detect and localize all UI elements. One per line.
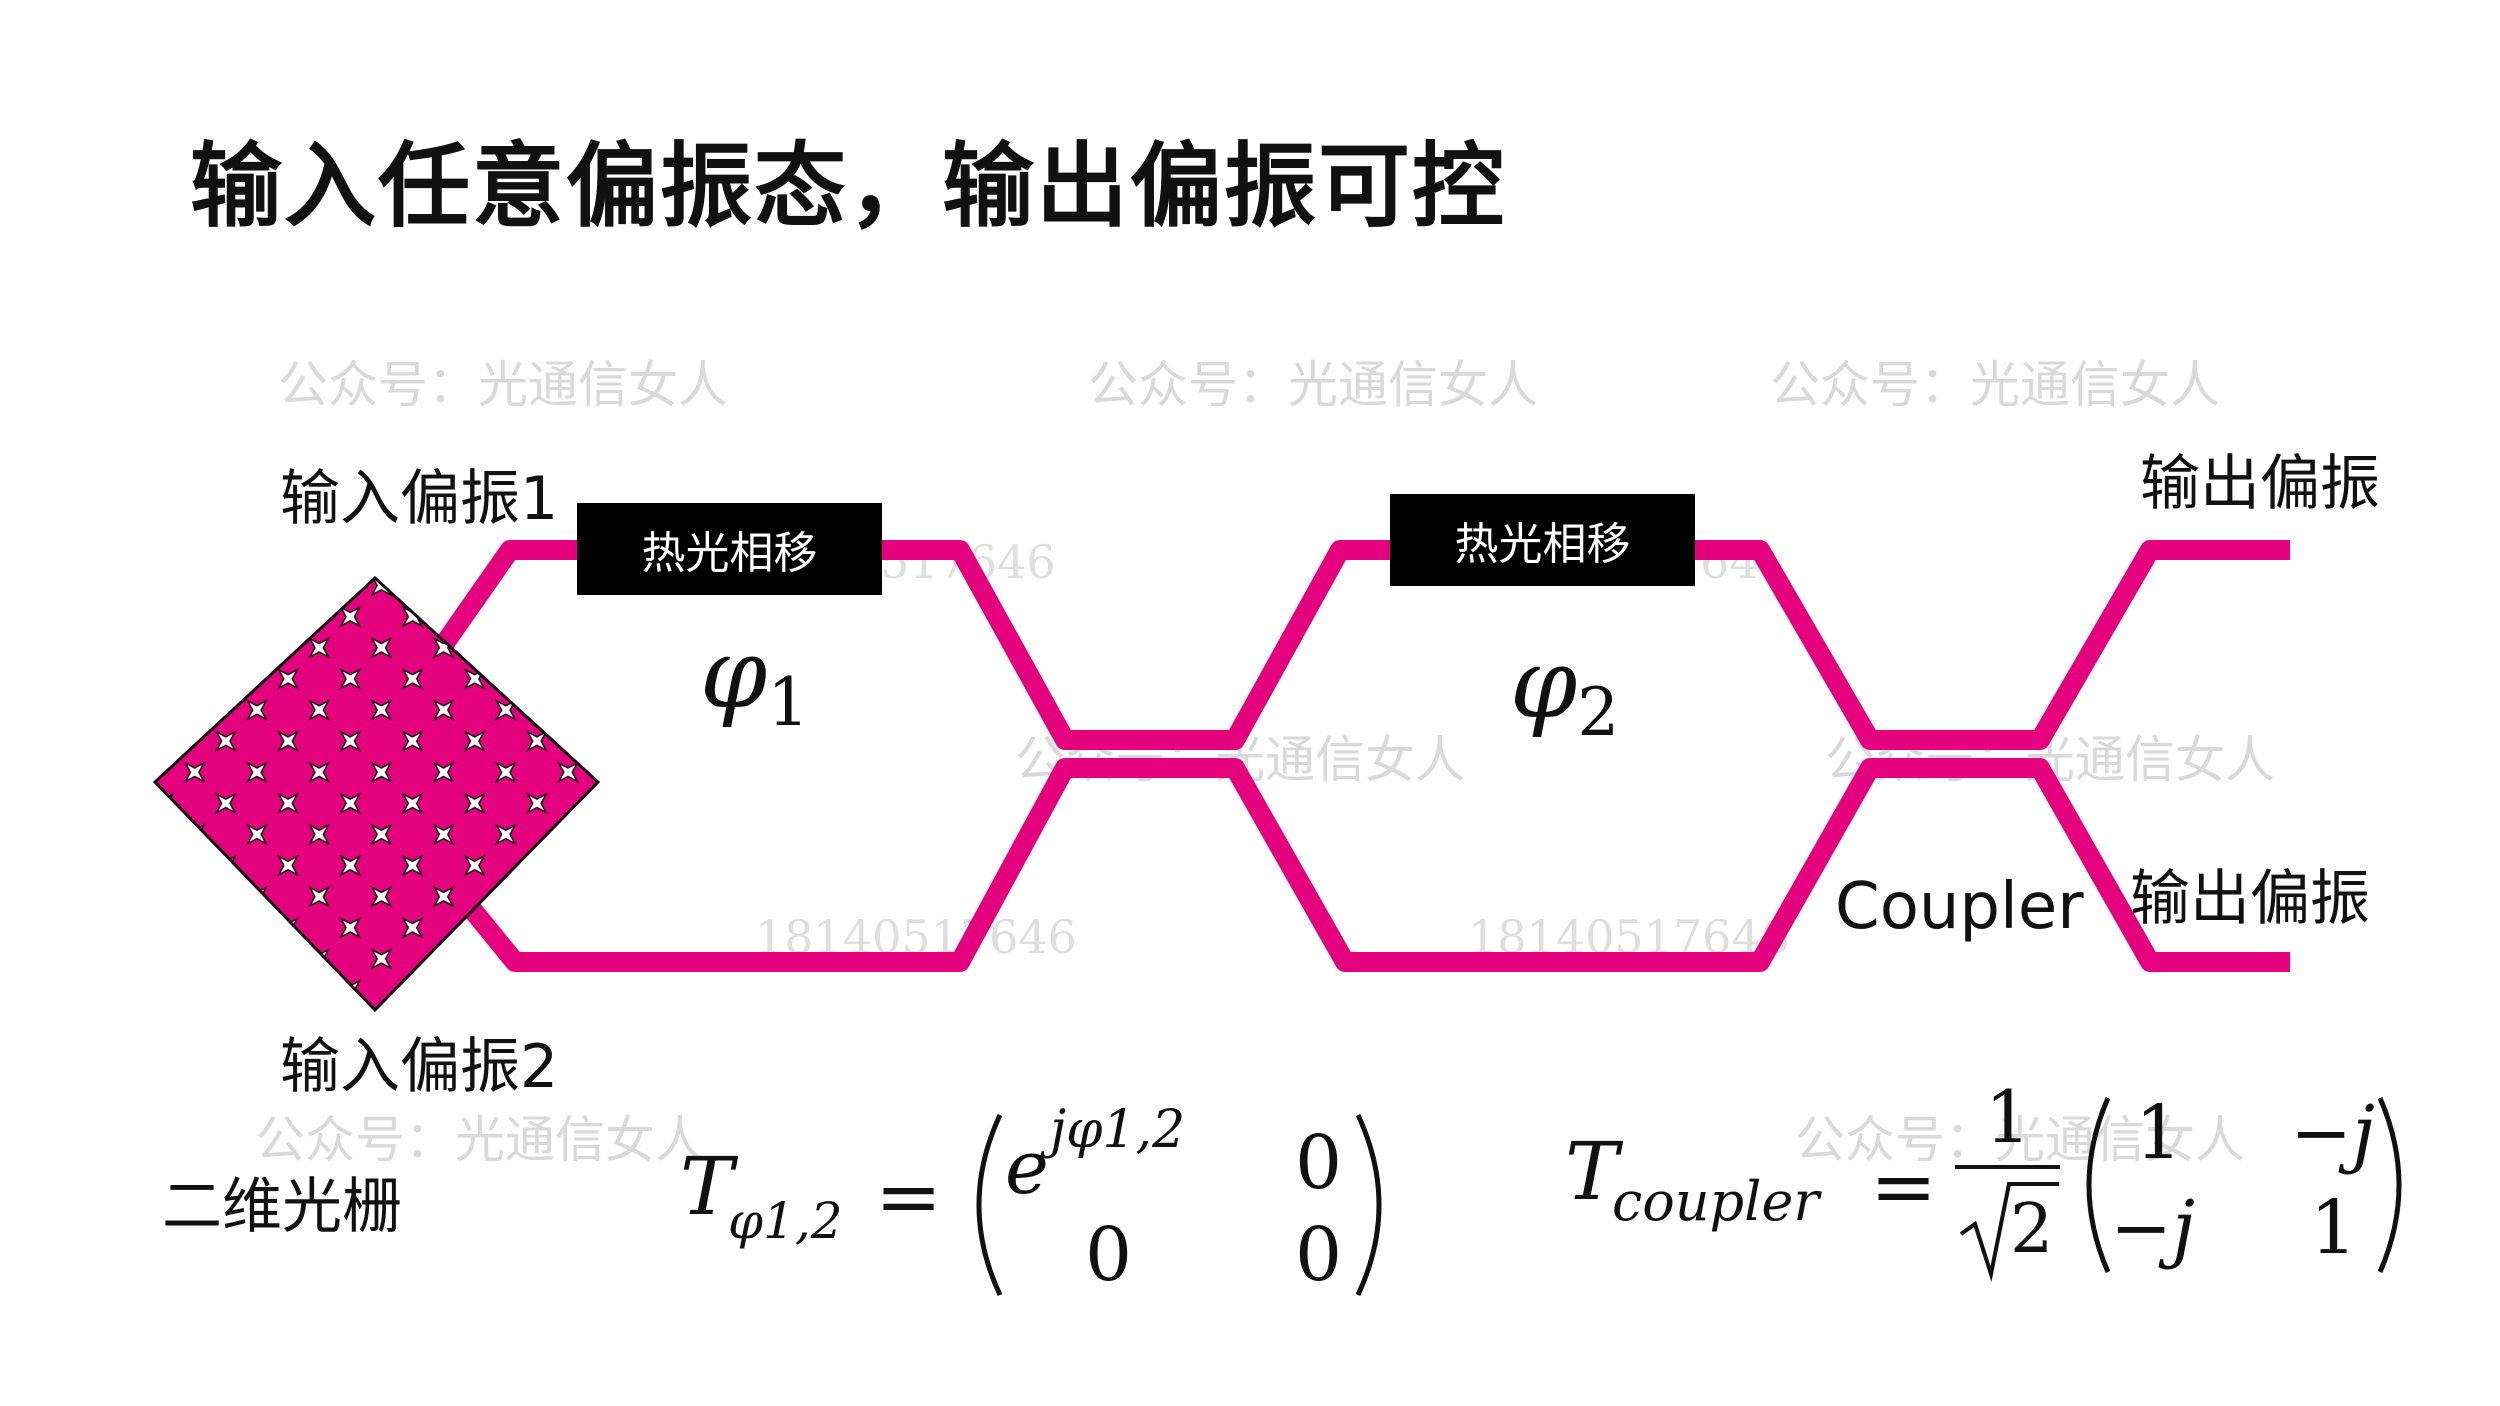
input-polarization-1-label: 输入偏振1 (280, 464, 559, 534)
matrix-brackets (976, 1113, 1382, 1297)
watermark: 公众号：光通信女人 (1088, 356, 1538, 414)
matrix-brackets (2086, 1097, 2402, 1273)
slide-title: 输入任意偏振态，输出偏振可控 (190, 133, 1507, 240)
watermark: 公众号：光通信女人 (278, 356, 728, 414)
watermark: 公众号：光通信女人 (1795, 1111, 2245, 1169)
output-polarization-bottom-label: 输出偏振 (2130, 864, 2370, 934)
coupler-label: Coupler (1835, 870, 2084, 944)
input-polarization-2-label: 输入偏振2 (280, 1032, 559, 1102)
grating-label: 二维光栅 (162, 1172, 402, 1242)
fraction-bar-and-radical (1955, 1165, 2060, 1282)
phase-symbol-2: φ2 (1510, 628, 1620, 751)
thermo-optic-phase-shifter-2: 热光相移 (1390, 494, 1695, 586)
waveguide-lower-path (432, 758, 2290, 972)
watermark: 公众号：光通信女人 (1770, 356, 2220, 414)
phase-symbol-1: φ1 (700, 618, 810, 741)
output-polarization-top-label: 输出偏振 (2140, 449, 2380, 519)
thermo-optic-phase-shifter-1: 热光相移 (577, 503, 882, 595)
phase-shifter-label: 热光相移 (641, 528, 818, 579)
grating-coupler-2d (152, 575, 601, 1013)
watermark: 公众号：光通信女人 (255, 1111, 705, 1169)
phase-shifter-label: 热光相移 (1454, 519, 1631, 570)
